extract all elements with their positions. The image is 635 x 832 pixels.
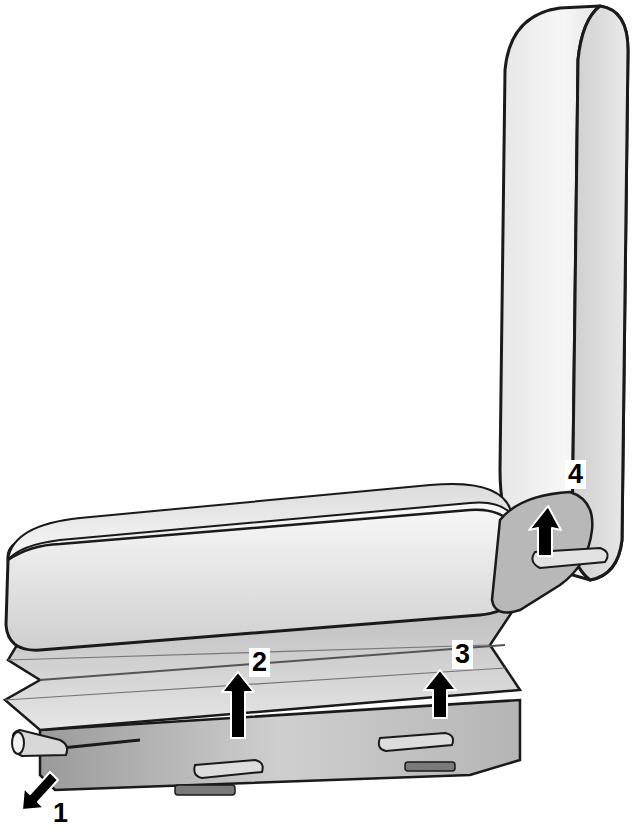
callout-number: 4: [565, 460, 586, 489]
callout-number: 2: [249, 648, 270, 677]
callout-number: 3: [452, 640, 473, 669]
callout-number: 1: [50, 799, 71, 828]
